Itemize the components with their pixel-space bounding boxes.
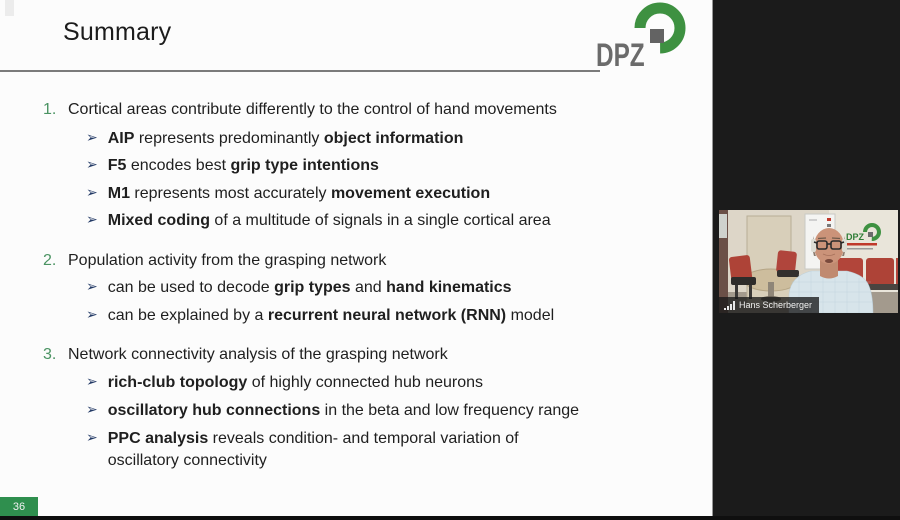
item-text: Network connectivity analysis of the gra… — [68, 346, 448, 363]
list-item: 2. Population activity from the grasping… — [43, 251, 386, 270]
slide-title: Summary — [63, 18, 172, 46]
participant-figure — [788, 228, 874, 313]
bullet-item: ➢ oscillatory hub connections in the bet… — [86, 401, 579, 420]
bullet-text: M1 represents most accurately movement e… — [107, 185, 491, 202]
arrow-bullet-icon: ➢ — [86, 156, 98, 172]
connection-strength-icon — [724, 300, 735, 310]
item-text: Cortical areas contribute differently to… — [68, 101, 557, 118]
bottom-bar — [0, 516, 900, 520]
arrow-bullet-icon: ➢ — [86, 211, 98, 227]
bullet-text: can be explained by a recurrent neural n… — [107, 307, 555, 324]
title-divider — [0, 70, 600, 72]
item-number: 1. — [43, 101, 57, 118]
arrow-bullet-icon: ➢ — [86, 278, 98, 294]
bullet-item: ➢ rich-club topology of highly connected… — [86, 373, 483, 392]
bullet-text: F5 encodes best grip type intentions — [107, 157, 379, 174]
arrow-bullet-icon: ➢ — [86, 429, 98, 445]
arrow-bullet-icon: ➢ — [86, 129, 98, 145]
bullet-item: ➢ can be explained by a recurrent neural… — [86, 306, 554, 325]
arrow-bullet-icon: ➢ — [86, 373, 98, 389]
bullet-text: can be used to decode grip types and han… — [107, 279, 512, 296]
bullet-item: ➢ can be used to decode grip types and h… — [86, 278, 512, 297]
participant-name: Hans Scherberger — [739, 300, 813, 310]
list-item: 1. Cortical areas contribute differently… — [43, 100, 557, 119]
dpz-logo-icon — [634, 2, 686, 54]
bullet-item: ➢ PPC analysis reveals condition- and te… — [86, 428, 590, 472]
arrow-bullet-icon: ➢ — [86, 401, 98, 417]
arrow-bullet-icon: ➢ — [86, 306, 98, 322]
panel-divider — [712, 0, 713, 516]
item-number: 3. — [43, 346, 57, 363]
svg-text:DPZ: DPZ — [846, 232, 865, 242]
bullet-text: Mixed coding of a multitude of signals i… — [107, 212, 551, 229]
bullet-text: AIP represents predominantly object info… — [107, 130, 464, 147]
bullet-item: ➢ F5 encodes best grip type intentions — [86, 156, 379, 175]
wall-dpz-logo: DPZ — [846, 223, 881, 250]
participant-name-tag: Hans Scherberger — [719, 297, 820, 313]
corner-notch — [5, 0, 14, 16]
bullet-item: ➢ Mixed coding of a multitude of signals… — [86, 211, 551, 230]
participant-video-tile[interactable]: DPZ — [719, 210, 898, 313]
bullet-text: rich-club topology of highly connected h… — [107, 374, 484, 391]
screen-share-slide: Summary DPZ 1. Cortical areas contribute… — [0, 0, 713, 516]
item-text: Population activity from the grasping ne… — [68, 252, 387, 269]
item-number: 2. — [43, 252, 57, 269]
bullet-text: PPC analysis reveals condition- and temp… — [107, 430, 519, 469]
arrow-bullet-icon: ➢ — [86, 184, 98, 200]
slide-page-number: 36 — [0, 497, 38, 516]
bullet-item: ➢ AIP represents predominantly object in… — [86, 129, 463, 148]
list-item: 3. Network connectivity analysis of the … — [43, 345, 448, 364]
bullet-item: ➢ M1 represents most accurately movement… — [86, 184, 490, 203]
dpz-logo-text: DPZ — [596, 37, 645, 73]
bullet-text: oscillatory hub connections in the beta … — [107, 402, 580, 419]
